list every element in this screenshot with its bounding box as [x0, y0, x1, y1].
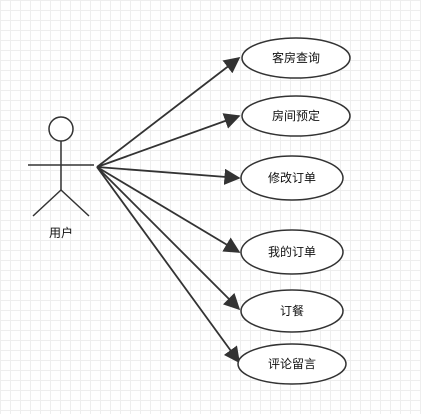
actor-right-leg [60, 189, 90, 217]
use-case-ellipse [240, 289, 344, 333]
use-case-room-booking: 房间预定 [241, 95, 351, 137]
use-case-ellipse [241, 37, 351, 79]
use-case-label: 我的订单 [268, 244, 316, 259]
arrow-to-room-booking [96, 113, 241, 168]
use-case-label: 客房查询 [272, 50, 320, 65]
use-case-modify-order: 修改订单 [240, 155, 344, 201]
use-case-label: 评论留言 [268, 357, 316, 371]
arrow-to-comment [96, 166, 240, 364]
use-case-ellipse [240, 155, 344, 201]
use-case-ellipse [241, 95, 351, 137]
arrow-to-my-orders [96, 166, 241, 253]
use-case-my-orders: 我的订单 [240, 229, 344, 275]
use-case-label: 房间预定 [272, 108, 320, 123]
use-case-room-search: 客房查询 [241, 37, 351, 79]
use-case-ellipse [240, 229, 344, 275]
use-case-ellipse [237, 343, 347, 385]
actor-left-leg [32, 189, 62, 217]
arrow-to-room-search [96, 57, 241, 168]
use-case-label: 修改订单 [268, 170, 316, 185]
actor-label: 用户 [49, 225, 73, 240]
actor-figure [28, 116, 94, 217]
association-arrows [96, 57, 241, 364]
use-case-order-meal: 订餐 [240, 289, 344, 333]
use-case-comment: 评论留言 [237, 343, 347, 385]
use-case-label: 订餐 [280, 303, 304, 318]
actor-head [48, 116, 74, 142]
arrow-to-order-meal [96, 166, 241, 311]
arrow-to-modify-order [96, 166, 241, 185]
